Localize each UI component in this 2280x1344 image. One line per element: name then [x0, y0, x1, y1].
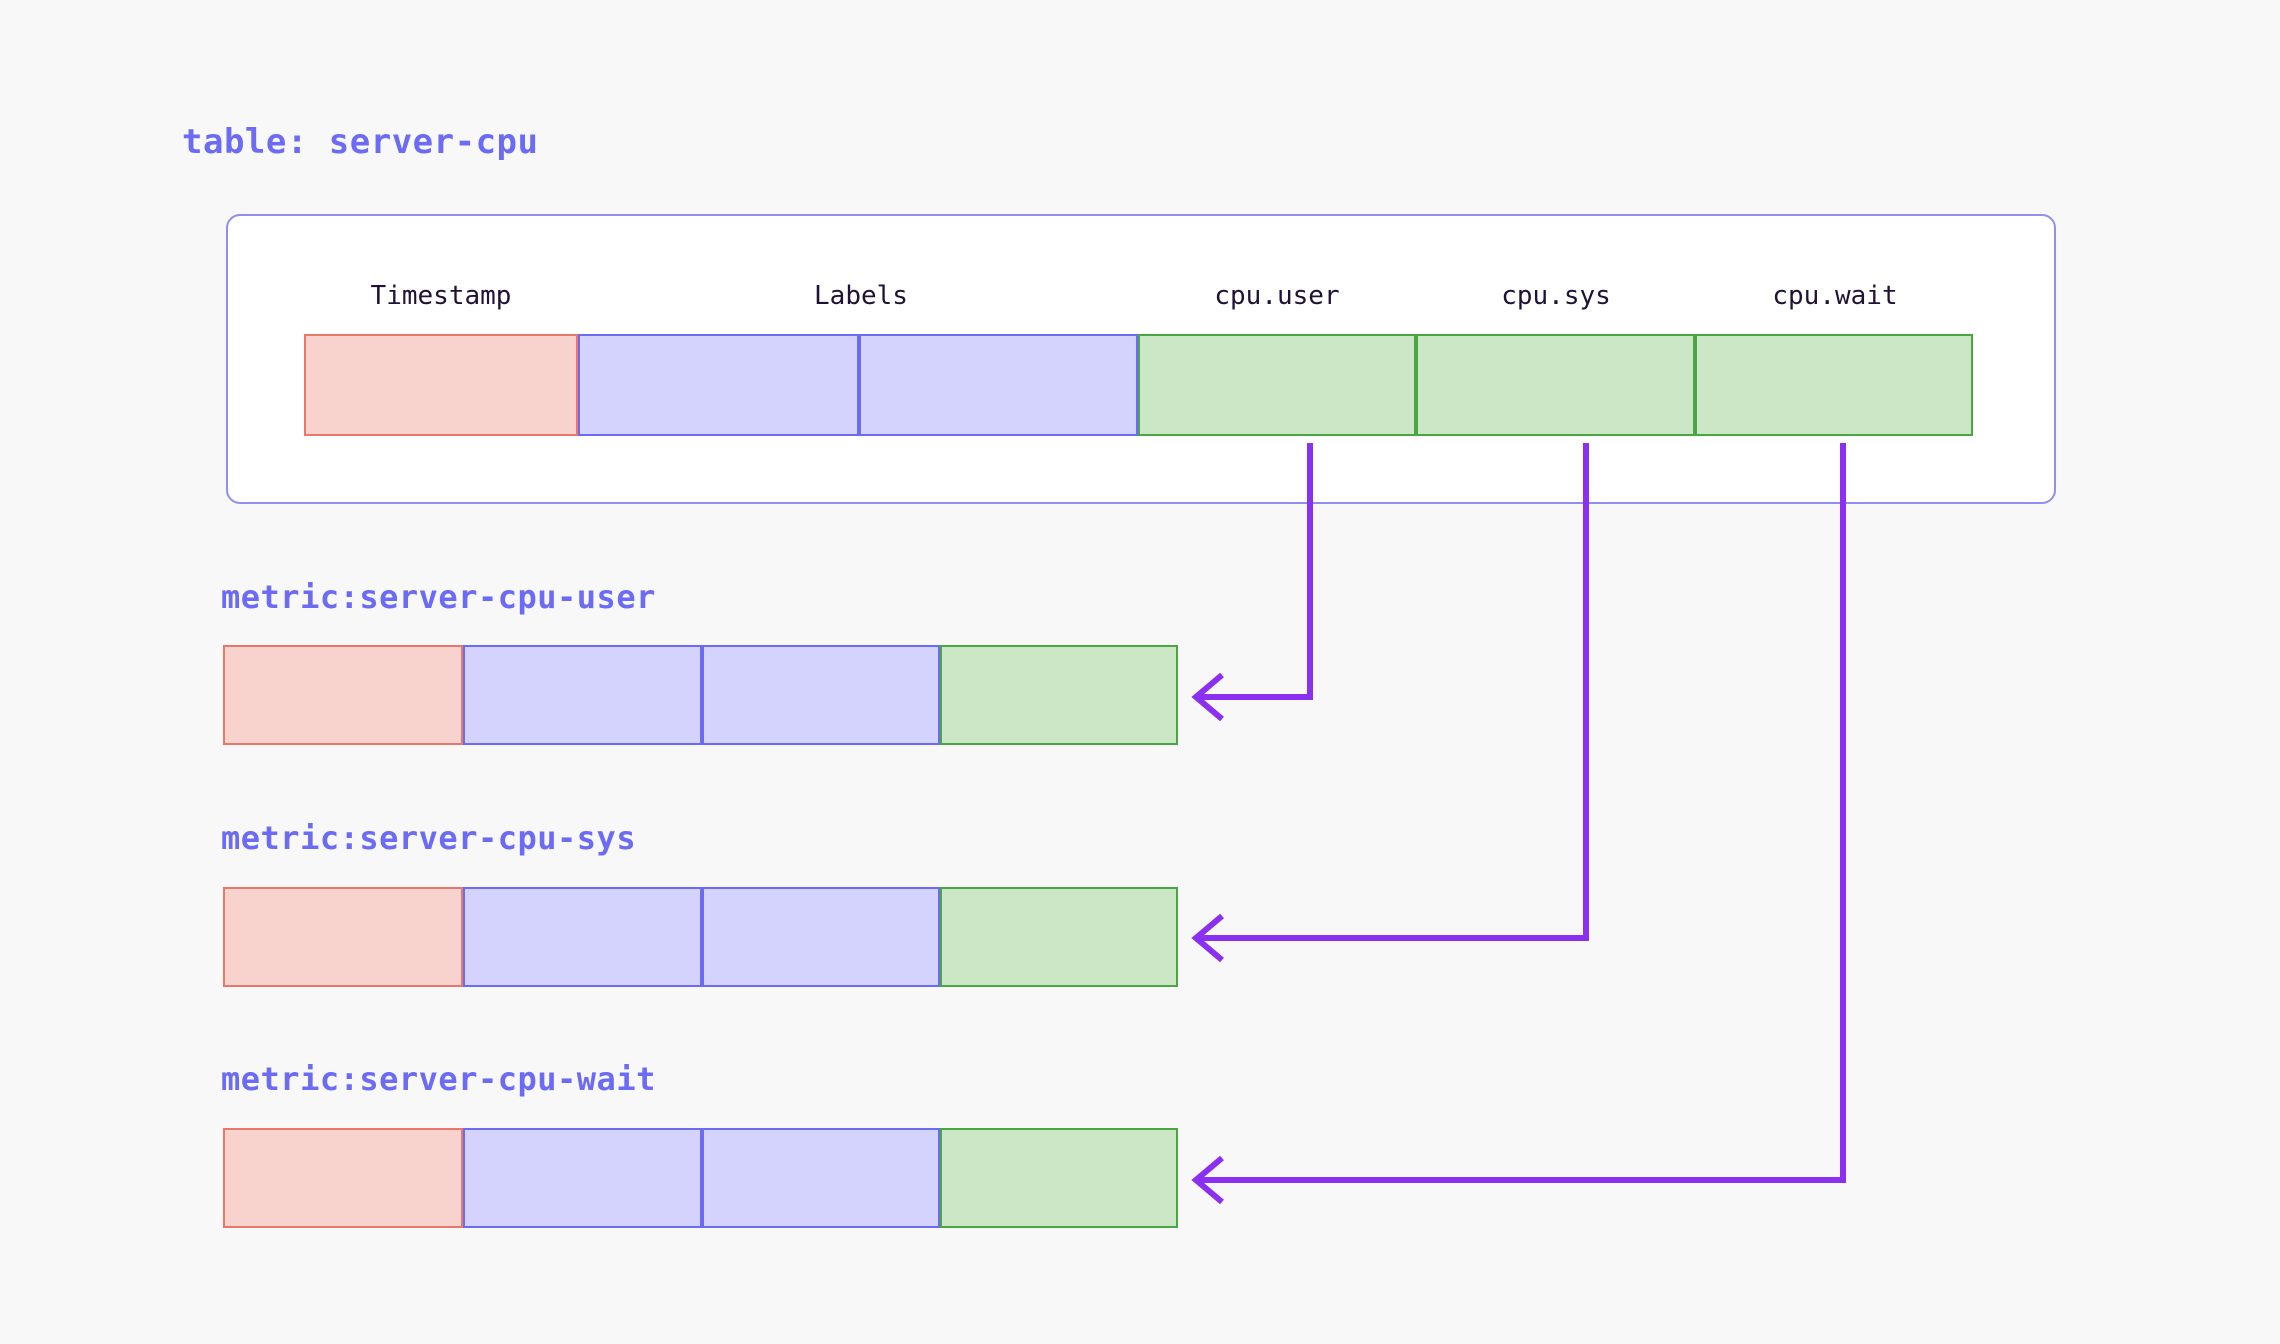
- arrowhead: [1191, 672, 1224, 722]
- table-title: table: server-cpu: [182, 122, 539, 162]
- metric-title-wait: metric:server-cpu-wait: [221, 1060, 656, 1098]
- connector-cpu-wait: [1191, 443, 1846, 1205]
- table-cell-pink-0: [304, 334, 578, 436]
- metric-cell-blue-2: [702, 1128, 940, 1228]
- connector-cpu-sys: [1191, 443, 1589, 963]
- table-cell-blue-2: [859, 334, 1138, 436]
- arrowhead: [1191, 1155, 1224, 1205]
- metric-cell-blue-2: [702, 645, 940, 745]
- column-header-labels: Labels: [814, 281, 908, 311]
- metric-cell-blue-1: [463, 887, 702, 987]
- metric-cell-blue-1: [463, 645, 702, 745]
- table-cell-green-4: [1416, 334, 1695, 436]
- column-header-timestamp: Timestamp: [370, 281, 512, 311]
- table-cell-green-5: [1695, 334, 1973, 436]
- metric-cell-green-3: [940, 645, 1178, 745]
- metric-cell-pink-0: [223, 1128, 463, 1228]
- metric-cell-pink-0: [223, 645, 463, 745]
- metric-cell-blue-1: [463, 1128, 702, 1228]
- arrowhead: [1191, 913, 1224, 963]
- column-header-cpu-user: cpu.user: [1214, 281, 1340, 311]
- metric-cell-blue-2: [702, 887, 940, 987]
- metric-title-sys: metric:server-cpu-sys: [221, 819, 637, 857]
- metric-cell-pink-0: [223, 887, 463, 987]
- table-cell-green-3: [1138, 334, 1416, 436]
- metric-cell-green-3: [940, 1128, 1178, 1228]
- metric-cell-green-3: [940, 887, 1178, 987]
- column-header-cpu-sys: cpu.sys: [1501, 281, 1611, 311]
- metric-title-user: metric:server-cpu-user: [221, 578, 656, 616]
- table-cell-blue-1: [578, 334, 859, 436]
- column-header-cpu-wait: cpu.wait: [1772, 281, 1898, 311]
